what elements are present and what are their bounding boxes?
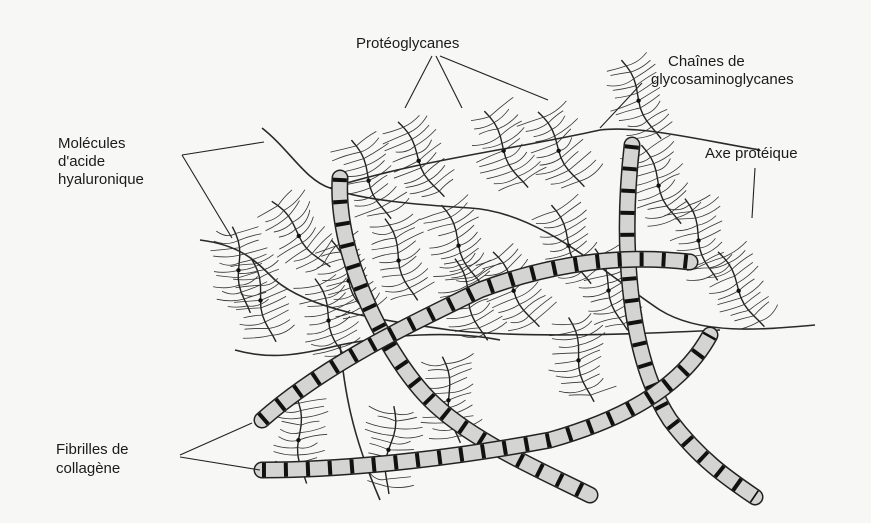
link-point	[576, 358, 581, 363]
leader-line	[182, 155, 232, 238]
proteoglycan	[371, 107, 468, 214]
proteoglycan	[509, 96, 609, 204]
leader-line	[182, 142, 264, 155]
link-point	[236, 268, 241, 273]
link-point	[296, 438, 301, 443]
leader-line	[180, 457, 260, 470]
link-point	[366, 178, 372, 184]
link-point	[396, 258, 402, 264]
link-point	[386, 447, 391, 452]
label-fibrilles-line2: collagène	[56, 460, 120, 477]
link-point	[556, 148, 562, 154]
link-point	[456, 243, 462, 249]
collagen-fibril-layer	[262, 145, 755, 497]
leader-line	[600, 83, 642, 128]
label-hyaluronique-line3: hyaluronique	[58, 171, 144, 188]
proteoglycan	[360, 207, 446, 310]
proteoglycan	[223, 250, 301, 350]
hyaluronic-acid-molecule	[330, 129, 760, 188]
label-hyaluronique-line1: Molécules	[58, 135, 126, 152]
proteoglycan	[360, 404, 426, 497]
proteoglycan	[537, 309, 622, 411]
label-hyaluronique-line2: d'acide	[58, 153, 105, 170]
link-point	[636, 98, 642, 104]
proteoglycan	[203, 221, 278, 318]
link-point	[326, 318, 332, 324]
label-fibrilles-line1: Fibrilles de	[56, 441, 129, 458]
link-point	[258, 298, 263, 303]
link-point	[446, 398, 451, 403]
glycosaminoglycan-chains	[204, 223, 277, 313]
label-chaines-line1: Chaînes de	[668, 53, 745, 70]
proteoglycan-layer	[203, 48, 788, 497]
leader-line	[752, 168, 755, 218]
label-axe-proteique: Axe protéique	[705, 145, 798, 162]
leader-line	[180, 423, 252, 455]
leader-line	[440, 56, 548, 100]
link-point	[696, 238, 702, 244]
leader-line	[405, 56, 432, 108]
label-chaines-line2: glycosaminoglycanes	[651, 71, 794, 88]
label-proteoglycanes: Protéoglycanes	[356, 35, 459, 52]
link-point	[606, 288, 612, 294]
glycosaminoglycan-chains	[695, 240, 785, 337]
collagen-fibril	[627, 145, 755, 497]
